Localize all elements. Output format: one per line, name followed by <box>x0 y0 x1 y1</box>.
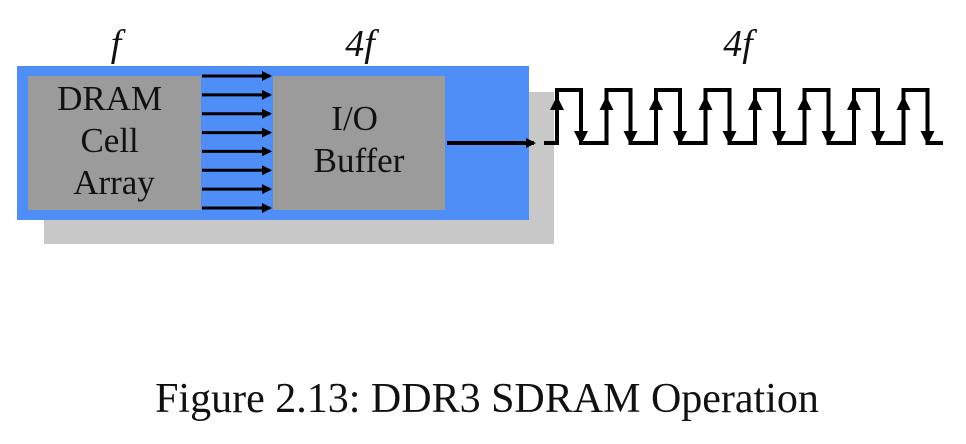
rising-edge-arrow <box>649 96 663 110</box>
output-clock-waveform <box>544 88 943 145</box>
cell-array-line-3: Array <box>73 163 155 202</box>
falling-edge-arrow <box>871 131 885 145</box>
clock-signal-line <box>544 88 943 145</box>
io-buffer-block <box>273 76 445 210</box>
falling-edge-arrow <box>722 131 737 145</box>
dram-cell-array-block <box>28 76 201 210</box>
falling-edge-arrow <box>673 131 687 145</box>
rising-edge-arrow <box>599 96 614 110</box>
rising-edge-arrow <box>748 96 762 110</box>
frequency-label-cell: f <box>111 23 126 65</box>
falling-edge-arrow <box>623 131 638 145</box>
cell-array-line-1: DRAM <box>57 79 162 118</box>
falling-edge-arrow <box>920 131 935 145</box>
rising-edge-arrow <box>896 96 911 110</box>
io-buffer-line-1: I/O <box>331 99 378 138</box>
io-buffer-line-2: Buffer <box>314 141 405 180</box>
falling-edge-arrow <box>821 131 836 145</box>
frequency-label-output: 4f <box>723 23 757 65</box>
rising-edge-arrow <box>797 96 812 110</box>
rising-edge-arrow <box>698 96 713 110</box>
dram-cell-array-label: DRAM Cell Array <box>57 79 171 202</box>
frequency-label-buffer: 4f <box>345 23 379 65</box>
falling-edge-arrow <box>772 131 786 145</box>
rising-edge-arrow <box>550 96 564 110</box>
rising-edge-arrow <box>847 96 861 110</box>
figure-caption: Figure 2.13: DDR3 SDRAM Operation <box>155 376 819 422</box>
falling-edge-arrow <box>574 131 588 145</box>
prefetch-lines <box>202 71 272 213</box>
cell-array-line-2: Cell <box>80 121 139 160</box>
io-buffer-label: I/O Buffer <box>314 99 405 180</box>
